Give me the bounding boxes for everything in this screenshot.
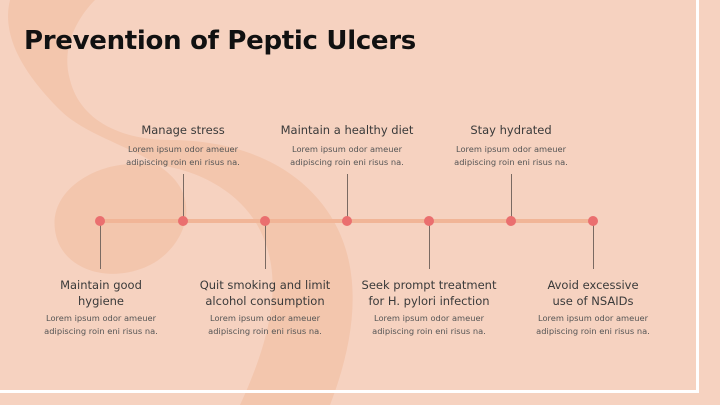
slide-title: Prevention of Peptic Ulcers [24, 26, 416, 56]
milestone-title: Maintain good hygiene [60, 278, 142, 308]
timeline-dot [342, 216, 352, 226]
milestone-description: Lorem ipsum odor ameuer adipiscing roin … [290, 144, 404, 167]
frame-right-edge [696, 0, 699, 392]
milestone-stay-hydrated: Stay hydrated Lorem ipsum odor ameuer ad… [436, 122, 586, 168]
timeline-dot [95, 216, 105, 226]
timeline-dot [506, 216, 516, 226]
milestone-title: Seek prompt treatment for H. pylori infe… [361, 278, 497, 308]
connector-line [429, 221, 430, 269]
milestone-quit-smoking: Quit smoking and limit alcohol consumpti… [190, 277, 340, 337]
milestone-nsaids: Avoid excessive use of NSAIDs Lorem ipsu… [518, 277, 668, 337]
timeline-dot [424, 216, 434, 226]
milestone-hygiene: Maintain good hygiene Lorem ipsum odor a… [26, 277, 176, 337]
milestone-description: Lorem ipsum odor ameuer adipiscing roin … [372, 313, 486, 336]
milestone-description: Lorem ipsum odor ameuer adipiscing roin … [44, 313, 158, 336]
connector-line [347, 174, 348, 221]
frame-bottom-edge [0, 390, 699, 393]
connector-line [100, 221, 101, 269]
timeline-dot [260, 216, 270, 226]
connector-line [183, 174, 184, 221]
connector-line [511, 174, 512, 221]
milestone-title: Stay hydrated [470, 123, 552, 137]
connector-line [593, 221, 594, 269]
milestone-title: Avoid excessive use of NSAIDs [547, 278, 639, 308]
milestone-title: Maintain a healthy diet [280, 123, 414, 137]
connector-line [265, 221, 266, 269]
milestone-title: Quit smoking and limit alcohol consumpti… [199, 278, 331, 308]
milestone-description: Lorem ipsum odor ameuer adipiscing roin … [208, 313, 322, 336]
milestone-healthy-diet: Maintain a healthy diet Lorem ipsum odor… [272, 122, 422, 168]
milestone-description: Lorem ipsum odor ameuer adipiscing roin … [126, 144, 240, 167]
timeline-dot [588, 216, 598, 226]
milestone-title: Manage stress [141, 123, 225, 137]
timeline-dot [178, 216, 188, 226]
milestone-description: Lorem ipsum odor ameuer adipiscing roin … [536, 313, 650, 336]
milestone-manage-stress: Manage stress Lorem ipsum odor ameuer ad… [108, 122, 258, 168]
milestone-description: Lorem ipsum odor ameuer adipiscing roin … [454, 144, 568, 167]
milestone-h-pylori: Seek prompt treatment for H. pylori infe… [354, 277, 504, 337]
